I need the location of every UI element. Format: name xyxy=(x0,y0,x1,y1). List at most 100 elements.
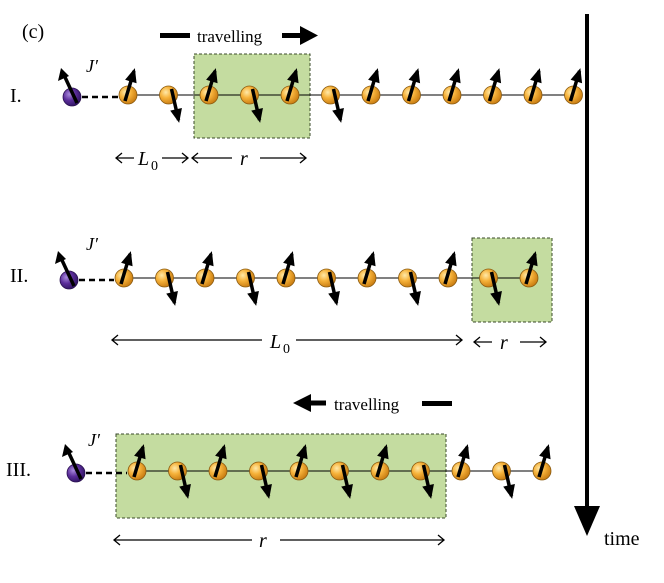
spin-up-arrow xyxy=(568,68,583,102)
row-3-spin-chain xyxy=(62,444,552,499)
row-1-dimension-L0: L 0 xyxy=(114,148,190,174)
spin-down-arrow xyxy=(421,464,434,499)
chain-spin xyxy=(155,268,178,306)
row-1: I. travelling J′ L 0 r xyxy=(10,26,583,174)
row-1-coupling-label: J′ xyxy=(86,56,99,76)
row-1-spin-chain xyxy=(58,68,583,123)
chain-spin xyxy=(361,68,381,105)
spin-up-arrow xyxy=(456,444,470,478)
spin-up-arrow xyxy=(366,68,380,102)
chain-spin xyxy=(479,268,502,306)
chain-spin xyxy=(483,68,502,105)
chain-spin xyxy=(276,251,296,288)
travel-arrowhead xyxy=(300,26,318,45)
row-2-L0-label: L xyxy=(269,331,281,353)
spin-down-arrow xyxy=(178,464,191,499)
row-2-L0-subscript: 0 xyxy=(283,342,290,357)
spin-down-arrow xyxy=(259,464,272,499)
chain-spin xyxy=(492,461,515,499)
chain-spin xyxy=(199,68,219,105)
chain-spin xyxy=(330,461,353,499)
chain-spin xyxy=(159,85,182,123)
chain-spin xyxy=(370,444,390,481)
chain-spin xyxy=(564,68,583,105)
spin-up-arrow xyxy=(375,444,389,478)
time-label: time xyxy=(604,528,640,550)
chain-spin xyxy=(317,268,340,306)
row-3-coupling-label: J′ xyxy=(88,430,101,450)
row-1-r-label: r xyxy=(240,148,248,170)
spin-up-arrow xyxy=(294,444,308,478)
chain-spin xyxy=(321,85,344,123)
spin-up-arrow xyxy=(285,68,299,102)
row-2-coupling-label: J′ xyxy=(86,234,99,254)
chain-spin xyxy=(402,68,421,105)
spin-up-arrow xyxy=(132,444,146,478)
row-1-L0-subscript: 0 xyxy=(151,159,158,174)
travel-bar xyxy=(160,33,190,38)
spin-down-arrow xyxy=(327,271,340,306)
row-3-dimension-r: r xyxy=(112,530,446,552)
spin-up-arrow xyxy=(406,68,421,102)
chain-spin xyxy=(357,251,377,288)
row-2-r-label: r xyxy=(500,332,508,354)
spin-up-arrow xyxy=(487,68,502,102)
chain-spin xyxy=(523,68,543,105)
chain-spin xyxy=(289,444,309,481)
spin-up-arrow xyxy=(281,251,295,285)
chain-spin xyxy=(442,68,462,105)
spin-down-arrow xyxy=(331,88,344,123)
chain-spin xyxy=(451,444,471,481)
impurity-spin-arrow xyxy=(62,444,83,480)
row-1-L0-label: L xyxy=(137,148,149,170)
spin-up-arrow xyxy=(443,251,457,285)
chain-spin xyxy=(532,444,552,481)
row-2-dimension-r: r xyxy=(472,332,548,354)
spin-up-arrow xyxy=(528,68,542,102)
row-3-travel-indicator: travelling xyxy=(293,394,452,414)
spin-up-arrow xyxy=(537,444,551,478)
chain-spin xyxy=(240,85,263,123)
spin-up-arrow xyxy=(200,251,214,285)
row-1-dimension-r: r xyxy=(190,148,308,170)
row-3-highlight-region xyxy=(115,433,447,519)
spin-up-arrow xyxy=(204,68,218,102)
chain-spin xyxy=(236,268,259,306)
chain-spin xyxy=(208,444,228,481)
chain-spin xyxy=(195,251,215,288)
travel-bar xyxy=(422,401,452,406)
row-2: II. J′ L 0 r xyxy=(10,234,553,357)
chain-spin xyxy=(280,68,300,105)
spin-up-arrow xyxy=(447,68,461,102)
spin-up-arrow xyxy=(213,444,227,478)
spin-down-arrow xyxy=(246,271,259,306)
chain-spin xyxy=(118,68,138,105)
row-1-label: I. xyxy=(10,85,22,107)
chain-spin xyxy=(249,461,272,499)
time-axis-arrowhead xyxy=(574,506,600,536)
chain-spin xyxy=(411,461,434,499)
row-2-spin-chain xyxy=(55,251,539,306)
spin-up-arrow xyxy=(524,251,538,285)
row-2-dimension-L0: L 0 xyxy=(110,331,464,357)
row-1-travel-text: travelling xyxy=(197,27,263,46)
chain-spin xyxy=(398,268,421,306)
spin-down-arrow xyxy=(502,464,515,499)
spin-down-arrow xyxy=(408,271,421,306)
row-2-label: II. xyxy=(10,265,28,287)
row-2-highlight-region xyxy=(471,237,553,323)
chain-spin xyxy=(438,251,458,288)
spin-down-arrow xyxy=(169,88,182,123)
impurity-spin-arrow xyxy=(55,251,76,287)
spin-down-arrow xyxy=(250,88,263,123)
row-1-travel-indicator: travelling xyxy=(160,26,318,46)
row-3-travel-text: travelling xyxy=(334,395,400,414)
spin-down-arrow xyxy=(165,271,178,306)
panel-label: (c) xyxy=(22,21,44,43)
impurity-spin-arrow xyxy=(58,68,79,104)
spin-down-arrow xyxy=(489,271,502,306)
row-3-label: III. xyxy=(6,459,31,481)
travel-arrowhead xyxy=(293,394,311,412)
